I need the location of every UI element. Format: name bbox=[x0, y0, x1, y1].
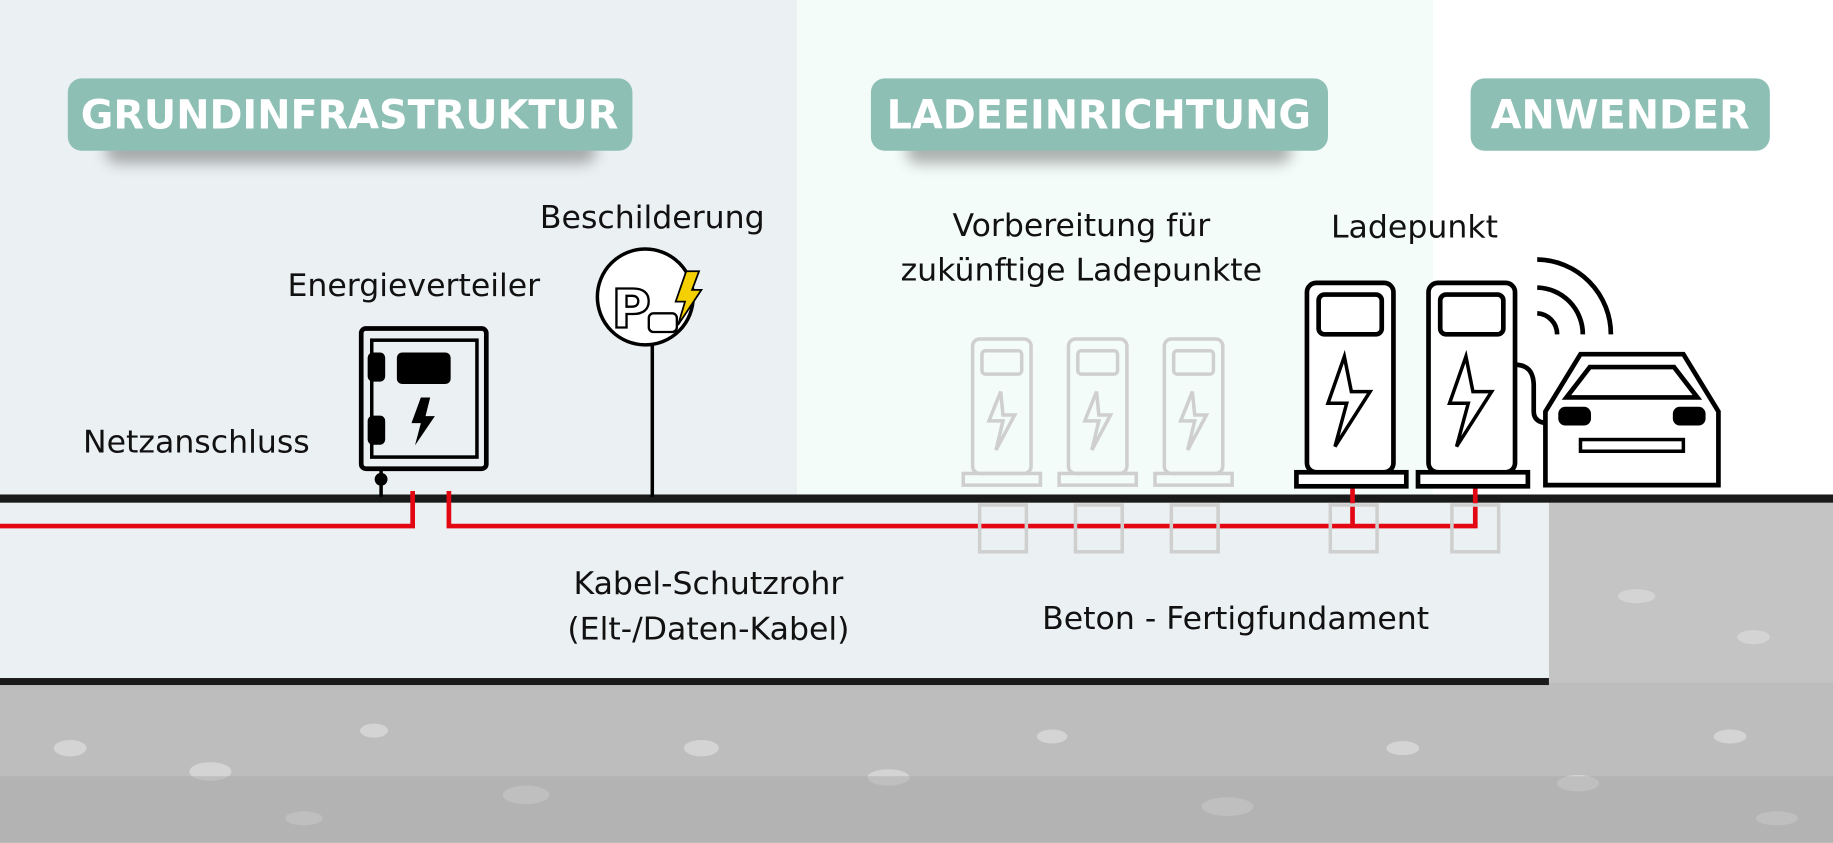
label-signage: Beschilderung bbox=[540, 200, 765, 236]
label-foundation: Beton - Fertigfundament bbox=[1042, 601, 1429, 637]
wireless-signal-icon bbox=[1536, 257, 1614, 335]
charge-point-icons bbox=[1294, 280, 1550, 489]
foundation-bottom-line bbox=[0, 678, 1549, 686]
label-preparation-2: zukünftige Ladepunkte bbox=[901, 253, 1262, 289]
header-charging-equipment: LADEEINRICHTUNG bbox=[870, 78, 1328, 164]
future-charger-icons bbox=[961, 337, 1501, 554]
svg-text:LADEEINRICHTUNG: LADEEINRICHTUNG bbox=[887, 93, 1311, 139]
car-icon bbox=[1543, 351, 1721, 488]
gravel-bottom bbox=[0, 776, 1833, 843]
underground-layer bbox=[0, 500, 1549, 683]
svg-text:ANWENDER: ANWENDER bbox=[1491, 93, 1750, 139]
energy-distributor-icon bbox=[358, 326, 489, 497]
header-users: ANWENDER bbox=[1470, 78, 1770, 151]
label-distributor: Energieverteiler bbox=[287, 268, 540, 304]
label-grid-connection: Netzanschluss bbox=[83, 424, 310, 460]
label-charge-point: Ladepunkt bbox=[1331, 209, 1498, 245]
ground-line bbox=[0, 494, 1833, 503]
label-conduit-1: Kabel-Schutzrohr bbox=[573, 566, 843, 602]
road-subgrade bbox=[1548, 500, 1833, 688]
header-basic-infrastructure: GRUNDINFRASTRUKTUR bbox=[67, 78, 633, 164]
parking-sign-icon: P bbox=[595, 247, 704, 497]
svg-text:GRUNDINFRASTRUKTUR: GRUNDINFRASTRUKTUR bbox=[81, 93, 619, 139]
label-preparation-1: Vorbereitung für bbox=[952, 208, 1210, 244]
svg-text:P: P bbox=[612, 277, 651, 340]
label-conduit-2: (Elt-/Daten-Kabel) bbox=[567, 611, 849, 647]
